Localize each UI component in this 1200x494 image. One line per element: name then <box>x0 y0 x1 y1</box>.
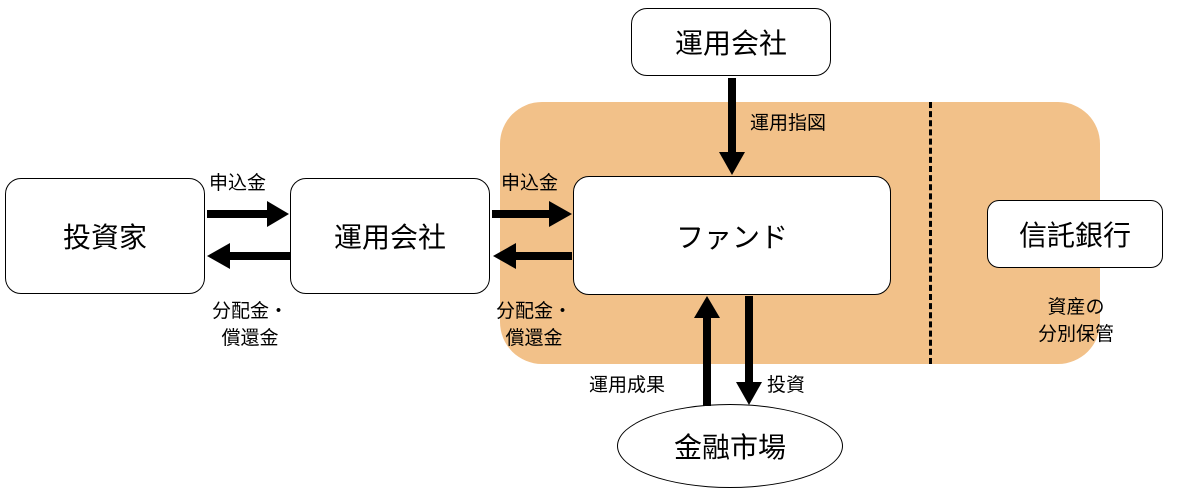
arrow-subscription-left <box>207 201 289 227</box>
fund-box: ファンド <box>573 176 891 295</box>
management-company-top-label: 運用会社 <box>674 27 787 60</box>
fund-label: ファンド <box>675 220 788 254</box>
segregation-line2: 分別保管 <box>1037 323 1114 345</box>
investor-box: 投資家 <box>5 178 205 294</box>
segregation-label: 資産の 分別保管 <box>1026 294 1126 348</box>
arrow-subscription-right <box>492 201 572 227</box>
management-company-top-box: 運用会社 <box>631 8 831 76</box>
trust-bank-box: 信託銀行 <box>987 200 1163 268</box>
trust-bank-label: 信託銀行 <box>1018 219 1131 252</box>
distribution-right-line1: 分配金・ <box>495 300 572 322</box>
arrow-investment <box>736 296 762 405</box>
investor-label: 投資家 <box>62 221 147 254</box>
distribution-left-line1: 分配金・ <box>211 300 288 322</box>
segregation-line1: 資産の <box>1047 296 1105 318</box>
instruction-label: 運用指図 <box>750 112 827 134</box>
management-company-left-label: 運用会社 <box>333 221 446 254</box>
arrow-instruction <box>719 78 745 175</box>
management-company-left-box: 運用会社 <box>290 178 490 294</box>
distribution-right-line2: 償還金 <box>505 327 563 349</box>
distribution-right-label: 分配金・ 償還金 <box>491 298 577 352</box>
subscription-left-label: 申込金 <box>209 172 267 194</box>
subscription-right-label: 申込金 <box>501 172 559 194</box>
distribution-left-line2: 償還金 <box>221 327 279 349</box>
segregation-divider <box>929 102 932 364</box>
arrow-distribution-left <box>207 243 290 269</box>
distribution-left-label: 分配金・ 償還金 <box>207 298 293 352</box>
investment-label: 投資 <box>767 374 806 396</box>
financial-market-label: 金融市場 <box>673 431 786 464</box>
result-label: 運用成果 <box>589 374 666 396</box>
arrow-result <box>694 296 720 406</box>
financial-market-ellipse: 金融市場 <box>617 404 843 488</box>
arrow-distribution-right <box>493 243 572 269</box>
